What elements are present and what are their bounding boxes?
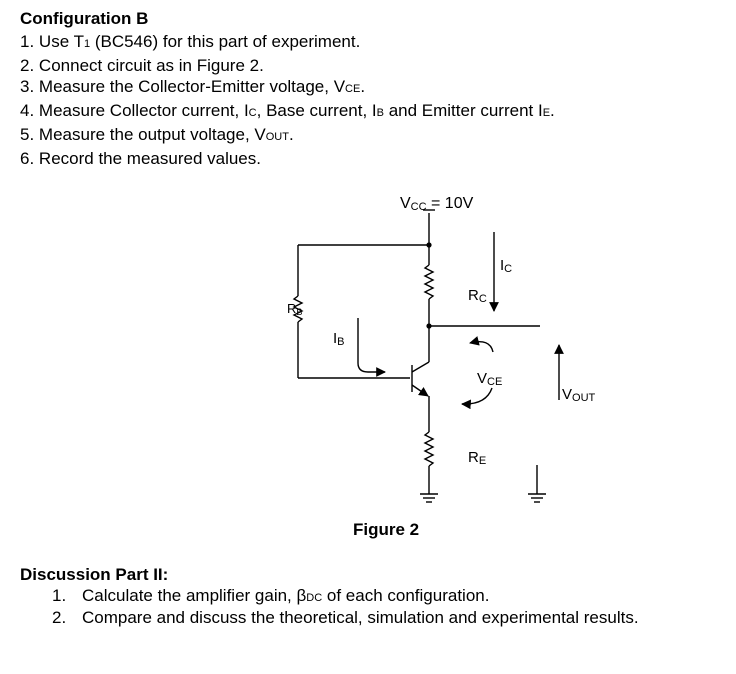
vcc-label: VCC = 10V [400,195,474,213]
vout-label: VOUT [562,386,596,404]
step-number: 3. [20,77,35,96]
transistor-collector-leg [411,361,430,373]
step-text: Record the measured values. [38,149,261,168]
discussion-heading: Discussion Part II: [20,565,169,584]
step-subscript: E [542,107,551,119]
procedure-steps-list: 1. Use T1 (BC546) for this part of exper… [20,31,555,169]
step-item: 1. Use T1 (BC546) for this part of exper… [20,31,555,55]
rb-resistor [292,295,304,323]
discussion-text: Compare and discuss the theoretical, sim… [82,608,639,627]
discussion-list: 1. Calculate the amplifier gain, βDC of e… [52,586,639,628]
discussion-item: 1. Calculate the amplifier gain, βDC of e… [52,586,639,608]
step-text: Use T [38,32,84,51]
step-subscript: 1 [83,38,91,50]
rb-label: RB [287,301,302,317]
step-item: 2. Connect circuit as in Figure 2. [20,55,555,76]
step-number: 6. [20,149,35,168]
discussion-number: 2. [52,608,67,627]
re-label: RE [468,449,486,467]
step-text: Connect circuit as in Figure 2. [38,56,264,75]
step-item: 3. Measure the Collector-Emitter voltage… [20,76,555,100]
step-text-mid: and Emitter current I [383,101,543,120]
step-number: 2. [20,56,35,75]
step-text: Measure Collector current, I [38,101,249,120]
discussion-number: 1. [52,586,67,605]
ib-label: IB [333,330,345,348]
step-subscript: OUT [265,131,289,143]
step-item: 6. Record the measured values. [20,148,555,169]
discussion-subscript: DC [306,592,323,604]
step-text-tail: (BC546) for this part of experiment. [90,32,361,51]
configuration-heading: Configuration B [20,9,149,28]
step-item: 5. Measure the output voltage, VOUT. [20,124,555,148]
step-number: 1. [20,32,35,51]
circuit-diagram: VCC = 10V IC RC RB IB VCE VOUT RE Figure… [287,195,596,539]
discussion-text: Calculate the amplifier gain, β [82,586,307,605]
step-subscript: CE [345,83,361,95]
step-text: Measure the Collector-Emitter voltage, V [38,77,346,96]
junction-dot [426,242,432,248]
ib-arrow [357,318,386,377]
discussion-text-tail: of each configuration. [322,586,490,605]
step-number: 5. [20,125,35,144]
rc-label: RC [468,287,487,305]
step-text-tail: . [360,77,366,96]
rc-resistor [423,264,435,300]
step-subscript: B [376,107,384,119]
step-text-tail: . [288,125,294,144]
step-subscript: C [248,107,257,119]
vce-arrow-top [469,336,494,353]
vce-label: VCE [477,370,502,388]
step-text-mid: , Base current, I [256,101,377,120]
transistor-emitter-leg [411,384,429,397]
junction-dot [426,323,432,329]
step-text-tail: . [550,101,555,120]
ic-label: IC [500,257,512,275]
discussion-item: 2. Compare and discuss the theoretical, s… [52,608,639,628]
step-text: Measure the output voltage, V [38,125,266,144]
re-resistor [423,431,435,467]
figure-caption: Figure 2 [353,520,419,539]
vce-arrow-bottom [461,387,493,410]
step-number: 4. [20,101,35,120]
step-item: 4. Measure Collector current, IC, Base c… [20,100,555,124]
